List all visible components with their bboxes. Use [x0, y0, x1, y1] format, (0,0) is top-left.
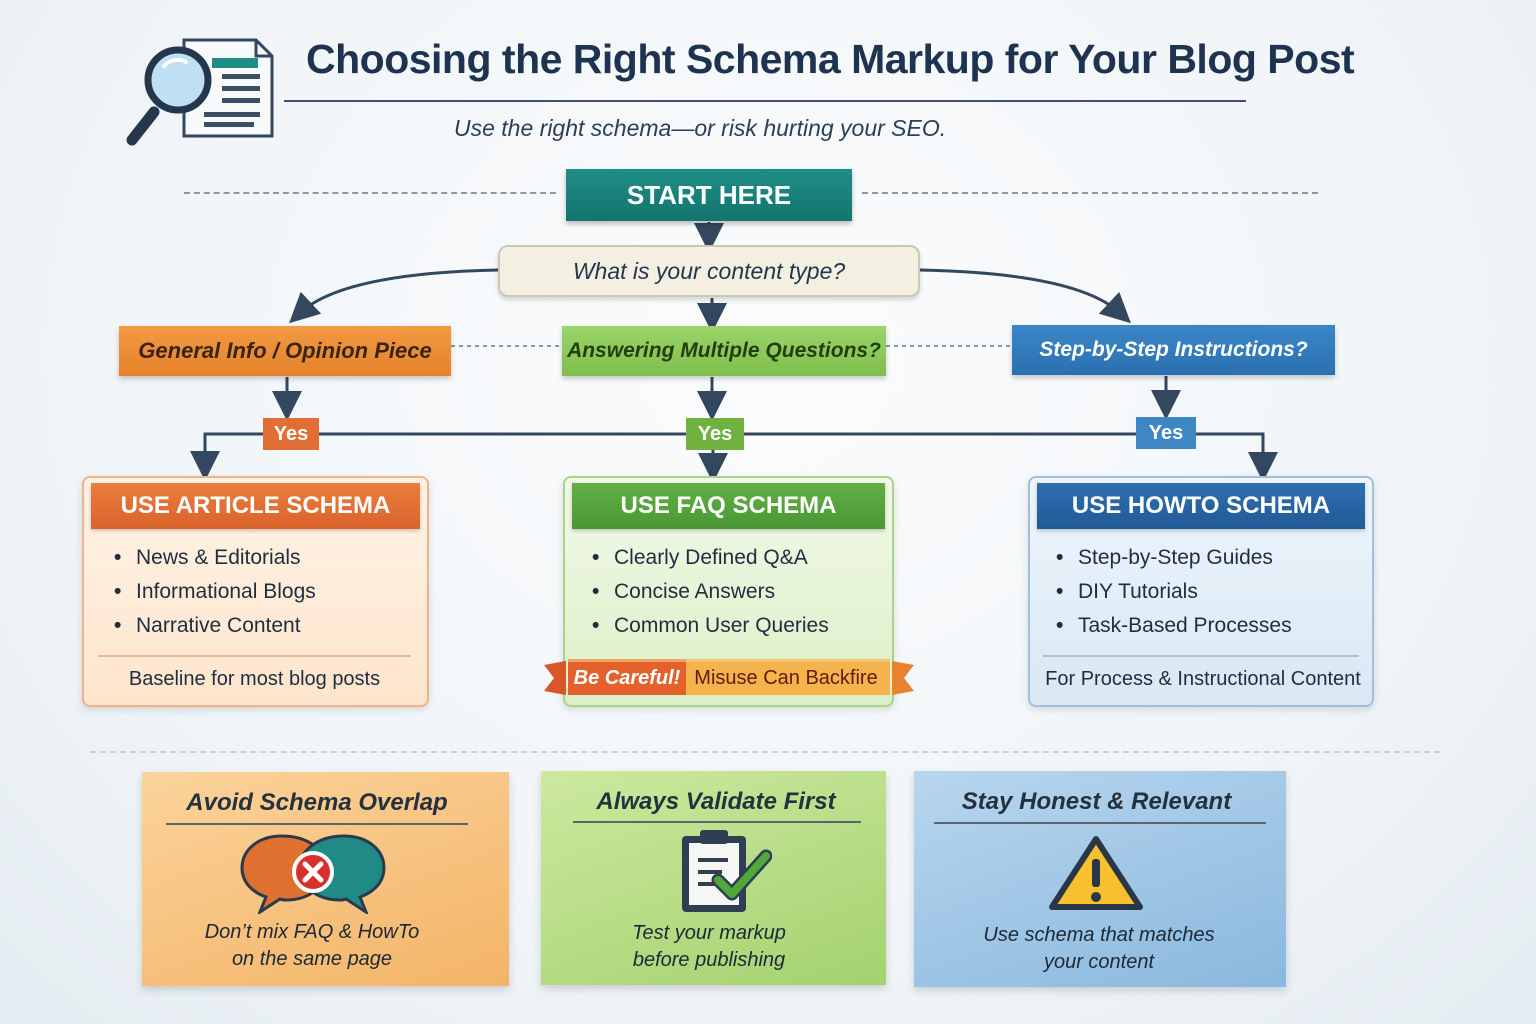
- tip-title-overlap: Avoid Schema Overlap: [186, 789, 448, 816]
- start-node: START HERE: [566, 169, 852, 221]
- warning-label: Be Careful!: [573, 667, 681, 689]
- clipboard-check-icon: [682, 830, 772, 912]
- howto-schema-title: USE HOWTO SCHEMA: [1037, 483, 1365, 529]
- list-item: Step-by-Step Guides: [1056, 541, 1356, 575]
- yes-label-article: Yes: [263, 418, 319, 450]
- tip-divider: [573, 821, 861, 823]
- howto-schema-note: For Process & Instructional Content: [1045, 668, 1361, 690]
- list-item: Narrative Content: [114, 609, 414, 643]
- list-item: DIY Tutorials: [1056, 575, 1356, 609]
- tip-divider: [934, 822, 1266, 824]
- branch-general-info: General Info / Opinion Piece: [119, 326, 451, 376]
- article-card-divider: [98, 655, 411, 657]
- tip-divider: [166, 823, 468, 825]
- faq-schema-list: Clearly Defined Q&A Concise Answers Comm…: [592, 541, 882, 643]
- faq-schema-title: USE FAQ SCHEMA: [572, 483, 885, 529]
- howto-card-divider: [1043, 655, 1359, 657]
- article-schema-note: Baseline for most blog posts: [128, 668, 381, 690]
- tip-text-honest: Use schema that matches your content: [983, 924, 1215, 973]
- list-item: News & Editorials: [114, 541, 414, 575]
- branch-step-by-step: Step-by-Step Instructions?: [1012, 325, 1335, 375]
- content-type-question: What is your content type?: [498, 245, 920, 297]
- tip-text-overlap: Don’t mix FAQ & HowTo on the same page: [204, 921, 420, 970]
- start-guide-left: [184, 192, 556, 194]
- title-underline: [284, 100, 1246, 102]
- article-schema-title: USE ARTICLE SCHEMA: [91, 483, 420, 529]
- list-item: Clearly Defined Q&A: [592, 541, 882, 575]
- document-search-icon: [126, 38, 274, 146]
- list-item: Common User Queries: [592, 609, 882, 643]
- list-item: Concise Answers: [592, 575, 882, 609]
- page-title: Choosing the Right Schema Markup for You…: [306, 36, 1355, 82]
- warning-message: Misuse Can Backfire: [694, 667, 878, 689]
- no-overlap-icon: [240, 834, 386, 914]
- page-subtitle: Use the right schema—or risk hurting you…: [454, 115, 947, 141]
- start-guide-right: [862, 192, 1318, 194]
- section-divider: [90, 751, 1440, 753]
- article-schema-list: News & Editorials Informational Blogs Na…: [114, 541, 414, 643]
- warning-ribbon: [544, 659, 914, 695]
- tip-title-validate: Always Validate First: [596, 788, 836, 815]
- howto-schema-list: Step-by-Step Guides DIY Tutorials Task-B…: [1056, 541, 1356, 643]
- warning-icon: [1049, 836, 1143, 910]
- tip-text-validate: Test your markup before publishing: [632, 922, 786, 971]
- tip-title-honest: Stay Honest & Relevant: [961, 788, 1232, 815]
- branch-multiple-questions: Answering Multiple Questions?: [562, 326, 886, 376]
- yes-label-faq: Yes: [686, 418, 744, 450]
- yes-label-howto: Yes: [1136, 417, 1196, 449]
- list-item: Task-Based Processes: [1056, 609, 1356, 643]
- list-item: Informational Blogs: [114, 575, 414, 609]
